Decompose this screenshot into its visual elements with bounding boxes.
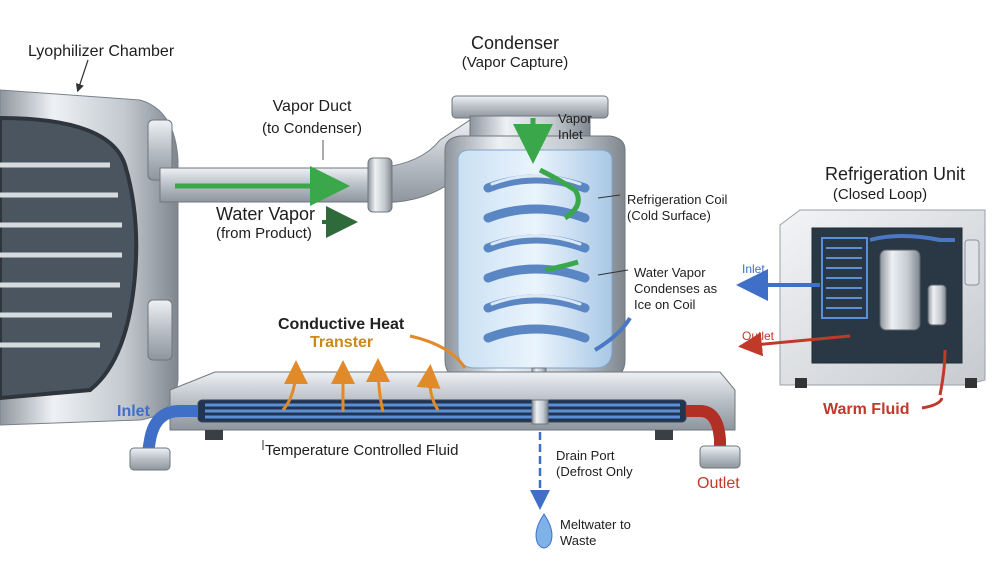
coil-label-2: (Cold Surface) [627,208,711,223]
refrig-unit-title: Refrigeration Unit [824,164,966,184]
vapor-inlet-label-1: Vapor [558,111,592,126]
condenses-label-1: Water Vapor [634,265,706,280]
refrig-outlet-label: Outlet [742,329,775,343]
refrigeration-unit [736,209,986,410]
conductive-heat-label: Conductive Heat [278,316,405,333]
duct-title: Vapor Duct [272,98,352,115]
water-vapor-label: Water Vapor [216,204,316,224]
condenser-title: Condenser [470,33,560,53]
shelf-outlet-label: Outlet [697,475,740,492]
drain-label-1: Drain Port [556,448,615,463]
condenser-subtitle: (Vapor Capture) [461,54,569,71]
temp-fluid-label: Temperature Controlled Fluid [265,442,459,459]
warm-fluid-label: Warm Fluid [823,401,910,418]
refrigeration-coil [483,174,590,343]
lyophilizer-chamber [0,59,179,426]
meltwater-label-2: Waste [560,533,597,548]
condenser-vessel [444,95,632,399]
meltwater-label-1: Meltwater to [560,517,631,532]
heat-transfer-label: Transter [310,334,374,351]
refrig-inlet-label: Inlet [742,262,765,276]
drain-label-2: (Defrost Only [556,464,633,479]
water-droplet-icon [535,513,553,549]
vapor-inlet-label-2: Inlet [558,127,583,142]
shelf-inlet-label: Inlet [117,403,150,420]
condenses-label-2: Condenses as [634,281,718,296]
heat-transfer-arrows [281,334,467,413]
duct-subtitle: (to Condenser) [261,120,363,137]
condenses-label-3: Ice on Coil [634,297,696,312]
refrig-unit-subtitle: (Closed Loop) [832,186,928,203]
refrig-outlet-arrow [738,332,851,357]
chamber-label: Lyophilizer Chamber [28,43,175,60]
coil-label-1: Refrigeration Coil [627,192,728,207]
shelf-heat-exchanger [129,371,741,549]
water-vapor-sublabel: (from Product) [216,225,312,242]
